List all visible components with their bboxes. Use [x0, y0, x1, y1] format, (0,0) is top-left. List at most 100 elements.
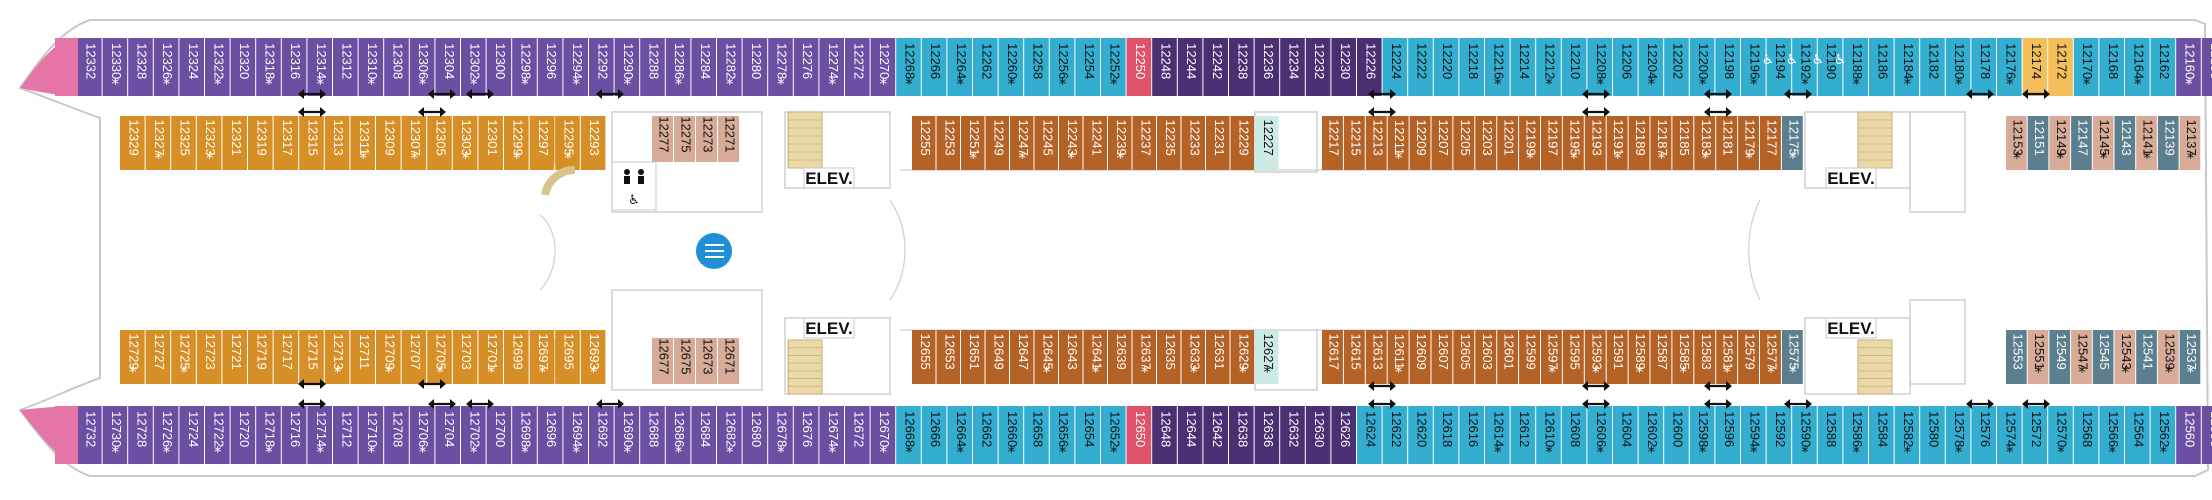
cabin-12719[interactable]: 12719	[248, 330, 273, 384]
cabin-12724[interactable]: 12724	[179, 406, 204, 464]
cabin-block[interactable]	[1010, 116, 1034, 170]
cabin-block[interactable]	[1382, 406, 1408, 464]
cabin-block[interactable]	[1157, 116, 1181, 170]
cabin-12243[interactable]: 12243*	[1059, 116, 1083, 170]
cabin-12181[interactable]: 12181	[1716, 116, 1738, 170]
cabin-block[interactable]	[589, 38, 614, 96]
cabin-12197[interactable]: 12197	[1541, 116, 1562, 170]
cabin-block[interactable]	[537, 406, 563, 464]
cabin-12677[interactable]: 12677	[652, 338, 673, 384]
cabin-block[interactable]	[358, 38, 384, 96]
cabin-12594[interactable]: 12594*	[1741, 406, 1766, 464]
cabin-block[interactable]	[222, 330, 247, 384]
cabin-block[interactable]	[1587, 406, 1612, 464]
cabin-block[interactable]	[461, 38, 486, 96]
cabin-12706[interactable]: 12706*	[409, 406, 435, 464]
cabin-12162[interactable]: 12162	[2150, 38, 2176, 96]
cabin-12604[interactable]: 12604	[1613, 406, 1638, 464]
cabin-block[interactable]	[1357, 406, 1382, 464]
cabin-12211[interactable]: 12211*	[1387, 116, 1409, 170]
cabin-block[interactable]	[102, 38, 128, 96]
cabin-12299[interactable]: 12299*	[504, 116, 529, 170]
cabin-12297[interactable]: 12297	[529, 116, 555, 170]
cabin-12305[interactable]: 12305	[427, 116, 452, 170]
cabin-block[interactable]	[2125, 38, 2150, 96]
cabin-12172[interactable]: 12172	[2048, 38, 2073, 96]
cabin-block[interactable]	[640, 406, 665, 464]
cabin-block[interactable]	[333, 406, 358, 464]
cabin-12633[interactable]: 12633*	[1181, 330, 1206, 384]
cabin-block[interactable]	[1075, 38, 1100, 96]
cabin-12642[interactable]: 12642	[1203, 406, 1228, 464]
cabin-12600[interactable]: 12600	[1664, 406, 1689, 464]
cabin-12680[interactable]: 12680	[742, 406, 768, 464]
cabin-block[interactable]	[1331, 406, 1356, 464]
cabin-12248[interactable]: 12248	[1152, 38, 1177, 96]
cabin-block[interactable]	[435, 406, 460, 464]
cabin-block[interactable]	[1971, 406, 1996, 464]
cabin-block[interactable]	[230, 38, 256, 96]
cabin-12627[interactable]: 12627*	[1255, 330, 1279, 384]
cabin-block[interactable]	[171, 330, 196, 384]
cabin-block[interactable]	[1431, 116, 1453, 170]
cabin-block[interactable]	[128, 38, 153, 96]
cabin-block[interactable]	[1843, 406, 1868, 464]
cabin-12256[interactable]: 12256*	[1049, 38, 1075, 96]
cabin-12215[interactable]: 12215	[1343, 116, 1365, 170]
cabin-12304[interactable]: 12304	[435, 38, 460, 96]
cabin-block[interactable]	[179, 38, 204, 96]
cabin-block[interactable]	[985, 330, 1010, 384]
cabin-12647[interactable]: 12647	[1010, 330, 1034, 384]
cabin-12694[interactable]: 12694*	[563, 406, 588, 464]
cabin-block[interactable]	[452, 116, 478, 170]
cabin-block[interactable]	[845, 38, 870, 96]
cabin-12572[interactable]: 12572	[2022, 406, 2048, 464]
cabin-block[interactable]	[1485, 406, 1510, 464]
cabin-block[interactable]	[350, 330, 375, 384]
cabin-block[interactable]	[2048, 38, 2073, 96]
cabin-block[interactable]	[921, 38, 947, 96]
cabin-12673[interactable]: 12673	[696, 338, 717, 384]
cabin-block[interactable]	[401, 116, 427, 170]
cabin-12693[interactable]: 12693*	[580, 330, 606, 384]
cabin-12187[interactable]: 12187*	[1650, 116, 1672, 170]
cabin-block[interactable]	[1587, 38, 1612, 96]
cabin-12313[interactable]: 12313	[324, 116, 350, 170]
cabin-12730[interactable]: 12730*	[102, 406, 128, 464]
cabin-12329[interactable]: 12329	[120, 116, 145, 170]
cabin-12717[interactable]: 12717	[273, 330, 299, 384]
cabin-block[interactable]	[563, 38, 588, 96]
cabin-12639[interactable]: 12639	[1108, 330, 1132, 384]
cabin-12141[interactable]: 12141*	[2136, 116, 2157, 170]
cabin-12553[interactable]: 12553	[2006, 330, 2027, 384]
cabin-12201[interactable]: 12201	[1497, 116, 1519, 170]
cabin-12247[interactable]: 12247*	[1010, 116, 1034, 170]
cabin-12206[interactable]: 12206	[1613, 38, 1638, 96]
cabin-12278[interactable]: 12278*	[768, 38, 793, 96]
cabin-block[interactable]	[1382, 38, 1408, 96]
cabin-12275[interactable]: 12275	[674, 116, 695, 162]
cabin-12216[interactable]: 12216*	[1485, 38, 1510, 96]
cabin-12272[interactable]: 12272	[845, 38, 870, 96]
cabin-block[interactable]	[1152, 38, 1177, 96]
cabin-block[interactable]	[1059, 116, 1083, 170]
cabin-block[interactable]	[936, 116, 961, 170]
cabin-12728[interactable]: 12728	[128, 406, 153, 464]
cabin-12641[interactable]: 12641*	[1083, 330, 1108, 384]
cabin-12175[interactable]: 12175*	[1781, 116, 1803, 170]
cabin-block[interactable]	[196, 116, 222, 170]
cabin-block[interactable]	[1694, 330, 1716, 384]
cabin-block[interactable]	[1409, 330, 1431, 384]
cabin-block[interactable]	[427, 330, 452, 384]
cabin-block[interactable]	[819, 406, 844, 464]
cabin-12266[interactable]: 12266	[921, 38, 947, 96]
cabin-block[interactable]	[1894, 38, 1920, 96]
cabin-block[interactable]	[2176, 406, 2201, 464]
cabin-12603[interactable]: 12603	[1475, 330, 1497, 384]
cabin-block[interactable]	[1792, 406, 1817, 464]
cabin-12588[interactable]: 12588	[1817, 406, 1843, 464]
cabin-block[interactable]	[1322, 330, 1343, 384]
cabin-12652[interactable]: 12652*	[1101, 406, 1126, 464]
cabin-12319[interactable]: 12319	[248, 116, 273, 170]
cabin-block[interactable]	[333, 38, 358, 96]
